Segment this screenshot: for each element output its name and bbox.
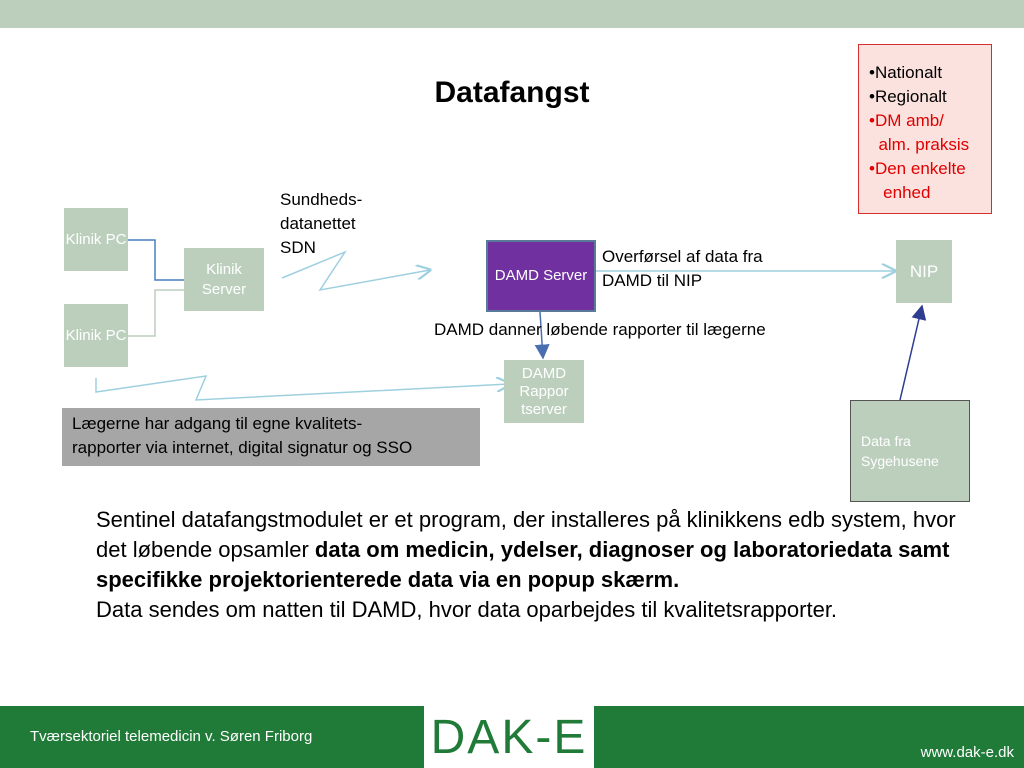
scope-item: •Regionalt (869, 87, 947, 106)
dake-logo: DAK-E (424, 706, 594, 768)
damd-rapport-arrow (534, 311, 550, 360)
klinik-server: Klinik Server (184, 248, 264, 311)
klinik-pc-1: Klinik PC (64, 208, 128, 271)
scope-item: alm. praksis (869, 135, 970, 154)
scope-item: •Nationalt (869, 63, 943, 82)
pc2-server-line (128, 289, 184, 337)
body-p1-bold: data om medicin, ydelser, diagnoser og l… (96, 537, 950, 592)
body-p1-text: Sentinel datafangstmodulet er et program… (96, 507, 956, 562)
logo-text: DAK-E (430, 710, 588, 764)
scope-item: enhed (869, 183, 931, 202)
sdn-lightning-arrow (281, 250, 430, 292)
scope-item: •DM amb/ (869, 111, 944, 130)
overforsel-label: Overførsel af data fra DAMD til NIP (602, 247, 763, 290)
footer-url: www.dak-e.dk (920, 744, 1014, 761)
scope-list-box: •Nationalt •Regionalt •DM amb/ alm. prak… (858, 44, 992, 214)
rapport-label: DAMD danner løbende rapporter til lægern… (434, 320, 766, 339)
access-note: Lægerne har adgang til egne kvalitets- r… (62, 408, 480, 466)
nip-box: NIP (896, 240, 952, 303)
footer-author: Tværsektoriel telemedicin v. Søren Fribo… (30, 728, 313, 745)
data-fra-sygehusene-box: Data fra Sygehusene (850, 400, 970, 502)
damd-server: DAMD Server (486, 240, 596, 312)
body-p2-text: Data sendes om natten til DAMD, hvor dat… (96, 597, 838, 622)
body-text: Sentinel datafangstmodulet er et program… (96, 505, 976, 625)
slide-title: Datafangst (434, 76, 590, 109)
scope-item: •Den enkelte (869, 159, 966, 178)
sdn-label: Sundheds- datanettet SDN (280, 190, 363, 257)
pc1-server-line (128, 239, 184, 281)
internet-lightning-arrow (95, 375, 510, 401)
klinik-pc-2: Klinik PC (64, 304, 128, 367)
top-bar (0, 0, 1024, 28)
damd-rapportserver: DAMD Rappor tserver (504, 360, 584, 423)
sygehus-nip-arrow (899, 304, 927, 401)
